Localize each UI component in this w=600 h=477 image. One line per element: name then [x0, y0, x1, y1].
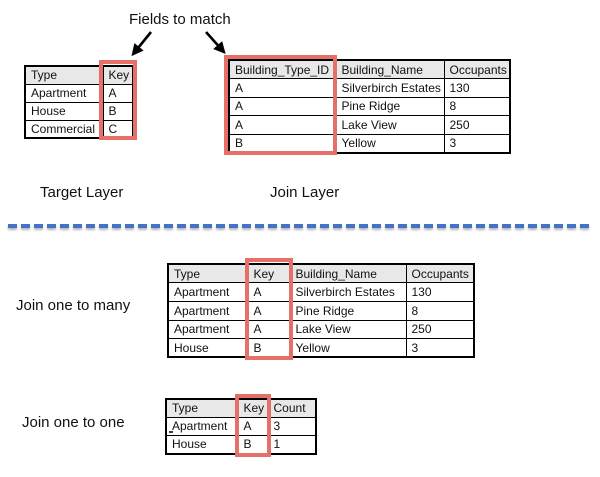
table-cell: 3 — [405, 338, 475, 358]
table-cell: Apartment — [167, 282, 249, 302]
column-header: Key — [247, 263, 291, 284]
column-header: Building_Name — [289, 263, 407, 284]
table-cell: 250 — [405, 319, 475, 340]
table-cell: 8 — [443, 96, 511, 116]
table-cell: Lake View — [289, 319, 407, 340]
target-layer-label: Target Layer — [40, 184, 124, 201]
column-header: Building_Type_ID — [228, 59, 337, 79]
table-cell: A — [237, 416, 269, 437]
table-cell: B — [247, 338, 291, 358]
table-cell: 3 — [267, 416, 317, 437]
table-cell: A — [247, 319, 291, 340]
table-cell: 250 — [443, 115, 511, 135]
table-cell: Yellow — [335, 133, 445, 153]
table-cell: B — [228, 133, 337, 153]
column-header: Key — [102, 65, 134, 85]
table-cell: Lake View — [335, 115, 445, 135]
table-cell: 1 — [267, 435, 317, 455]
table-cell: House — [167, 338, 249, 358]
table-cell: C — [102, 119, 134, 139]
table-cell: A — [228, 96, 337, 116]
table-cell: Apartment — [24, 83, 104, 103]
column-header: Count — [267, 398, 317, 418]
arrow-down-right-icon — [205, 31, 226, 54]
column-header: Type — [165, 398, 239, 418]
column-header: Occupants — [405, 263, 475, 284]
section-divider-dashed-line — [8, 224, 592, 228]
table-cell: B — [237, 435, 269, 455]
join-layer-label: Join Layer — [270, 184, 340, 201]
table-cell: 3 — [443, 133, 511, 153]
table-cell: Apartment — [167, 319, 249, 340]
table-cell: A — [228, 115, 337, 135]
table-cell: Apartment — [165, 416, 239, 437]
table-cell: Pine Ridge — [289, 300, 407, 321]
arrow-down-left-icon — [131, 31, 153, 57]
column-header: Type — [24, 65, 104, 85]
column-header: Occupants — [443, 59, 511, 79]
table-cell: A — [247, 300, 291, 321]
column-header: Type — [167, 263, 249, 284]
table-cell: Apartment — [167, 300, 249, 321]
table-cell: Silverbirch Estates — [289, 282, 407, 302]
join-one-to-many-label: Join one to many — [16, 297, 131, 314]
table-cell: A — [228, 78, 337, 98]
column-header: Building_Name — [335, 59, 445, 79]
table-cell: Silverbirch Estates — [335, 78, 445, 98]
stray-dot-mark — [169, 431, 173, 433]
table-cell: House — [165, 435, 239, 455]
join-one-to-one-label: Join one to one — [22, 414, 125, 431]
table-cell: A — [247, 282, 291, 302]
table-cell: 130 — [405, 282, 475, 302]
table-cell: 8 — [405, 300, 475, 321]
table-cell: Pine Ridge — [335, 96, 445, 116]
column-header: Key — [237, 398, 269, 418]
table-cell: 130 — [443, 78, 511, 98]
table-cell: Yellow — [289, 338, 407, 358]
table-cell: A — [102, 83, 134, 103]
table-cell: Commercial — [24, 119, 104, 139]
fields-to-match-label: Fields to match — [129, 11, 231, 28]
table-cell: House — [24, 101, 104, 121]
table-cell: B — [102, 101, 134, 121]
